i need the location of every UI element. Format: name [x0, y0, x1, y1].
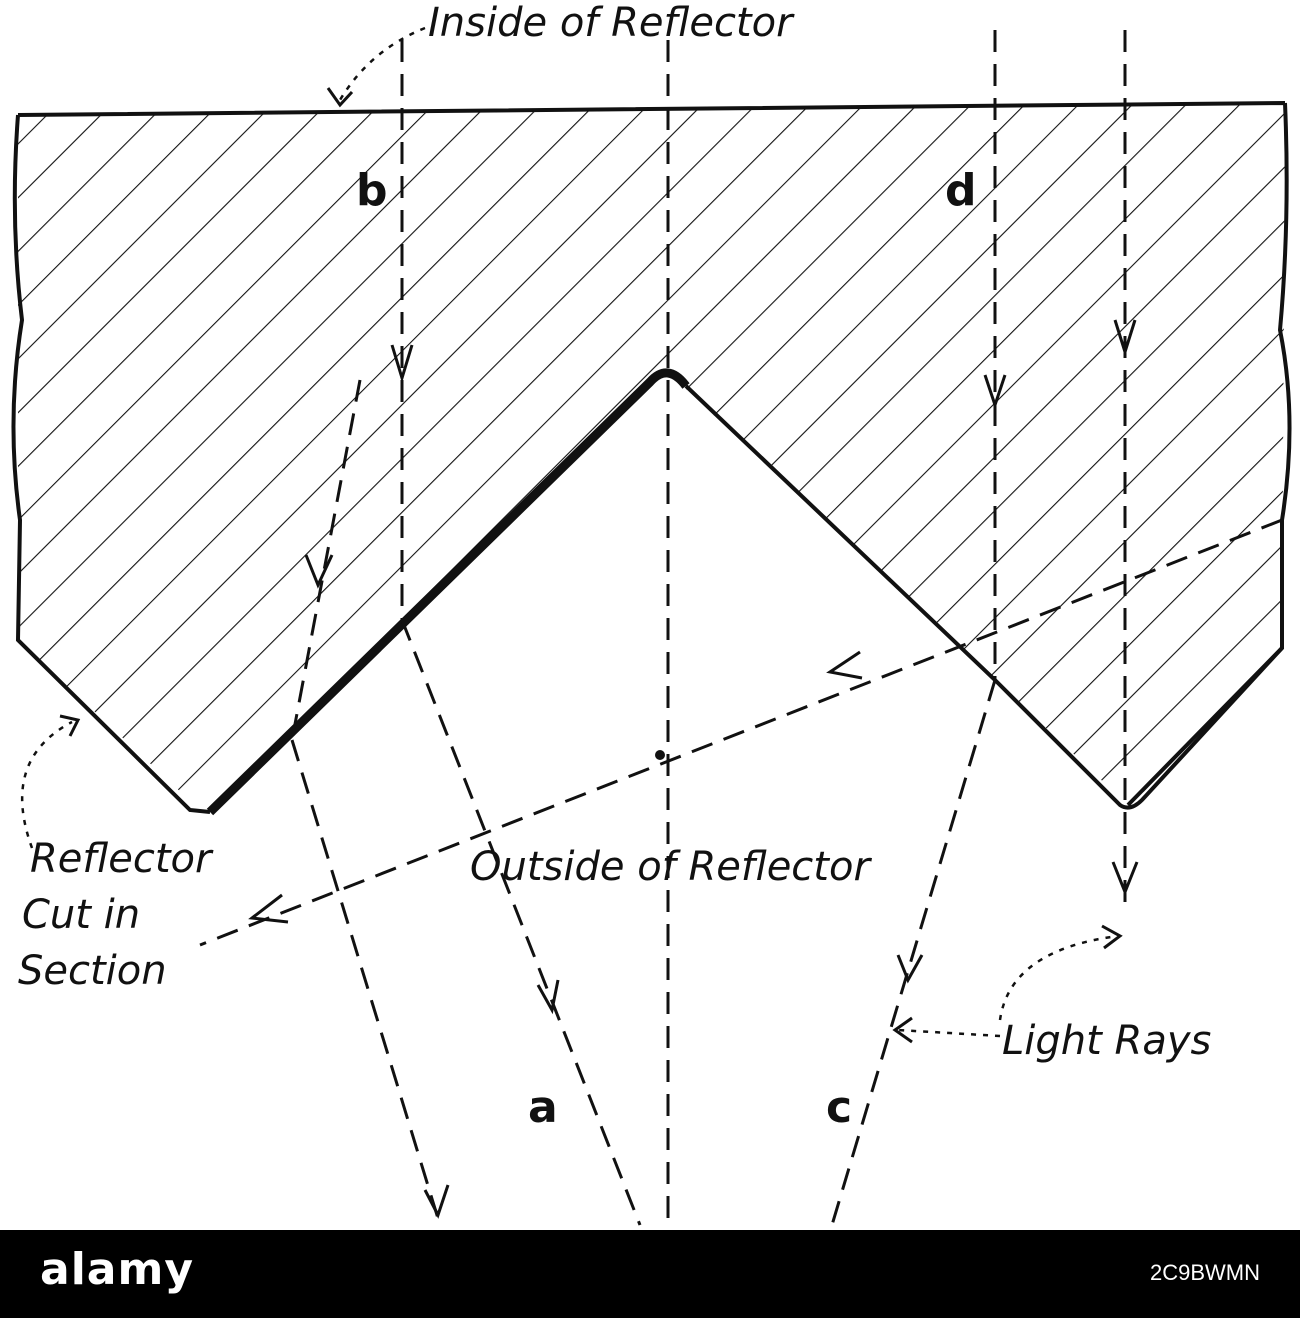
reflector-body: [18, 103, 1285, 810]
ray-left-arrow-upper: [304, 554, 334, 589]
ray-right-arrow-lower: [1111, 861, 1139, 897]
ray-right-vertical: [1111, 30, 1139, 910]
section-label-line3: Section: [18, 948, 167, 994]
brand-logo: alamy: [40, 1244, 194, 1295]
reflecting-surface-right: [684, 384, 1284, 810]
light-rays-label: Light Rays: [1002, 1018, 1211, 1064]
ray-d-arrow: [983, 374, 1007, 410]
reflecting-surface-left: [206, 368, 690, 816]
ray-diagonal-arrow-upper: [826, 650, 863, 680]
section-label-line2: Cut in: [22, 892, 140, 938]
image-id: 2C9BWMN: [1149, 1260, 1260, 1285]
section-label-line1: Reflector: [30, 836, 214, 882]
watermark-footer: alamy 2C9BWMN: [0, 1230, 1300, 1318]
light-rays-arrow-lower: [892, 1016, 913, 1044]
section-leader: [20, 720, 73, 849]
ray-letter-d: d: [945, 165, 977, 216]
ray-a-b: [390, 40, 642, 1226]
inside-leader: [338, 26, 426, 101]
ray-diagonal-arrow-lower: [248, 893, 289, 924]
reflector-outline: [11, 101, 1292, 814]
inside-label: Inside of Reflector: [428, 0, 795, 46]
light-rays-arrow-upper: [1101, 924, 1123, 950]
ray-c-d: [830, 30, 1007, 1226]
light-rays-leader-lower: [897, 1028, 1001, 1038]
ray-letter-c: c: [826, 1082, 852, 1133]
ray-letter-a: a: [528, 1082, 558, 1133]
light-rays-leader-upper: [998, 934, 1119, 1021]
ray-c-arrow: [896, 954, 924, 984]
reflector-section: [11, 101, 1292, 816]
focal-dot: [655, 750, 665, 760]
outside-label: Outside of Reflector: [470, 844, 872, 890]
section-leader-arrow: [59, 714, 81, 737]
reflector-diagram: Inside of Reflector Outside of Reflector…: [11, 0, 1292, 1226]
ray-left-arrow-lower: [423, 1184, 450, 1219]
ray-letter-b: b: [356, 165, 388, 216]
inside-leader-arrow: [326, 87, 354, 108]
ray-a-arrow: [536, 979, 560, 1015]
ray-diagonal: [199, 518, 1283, 947]
ray-b-arrow: [390, 344, 414, 384]
ray-left-outer: [290, 379, 450, 1226]
ray-right-arrow-upper: [1113, 319, 1137, 358]
